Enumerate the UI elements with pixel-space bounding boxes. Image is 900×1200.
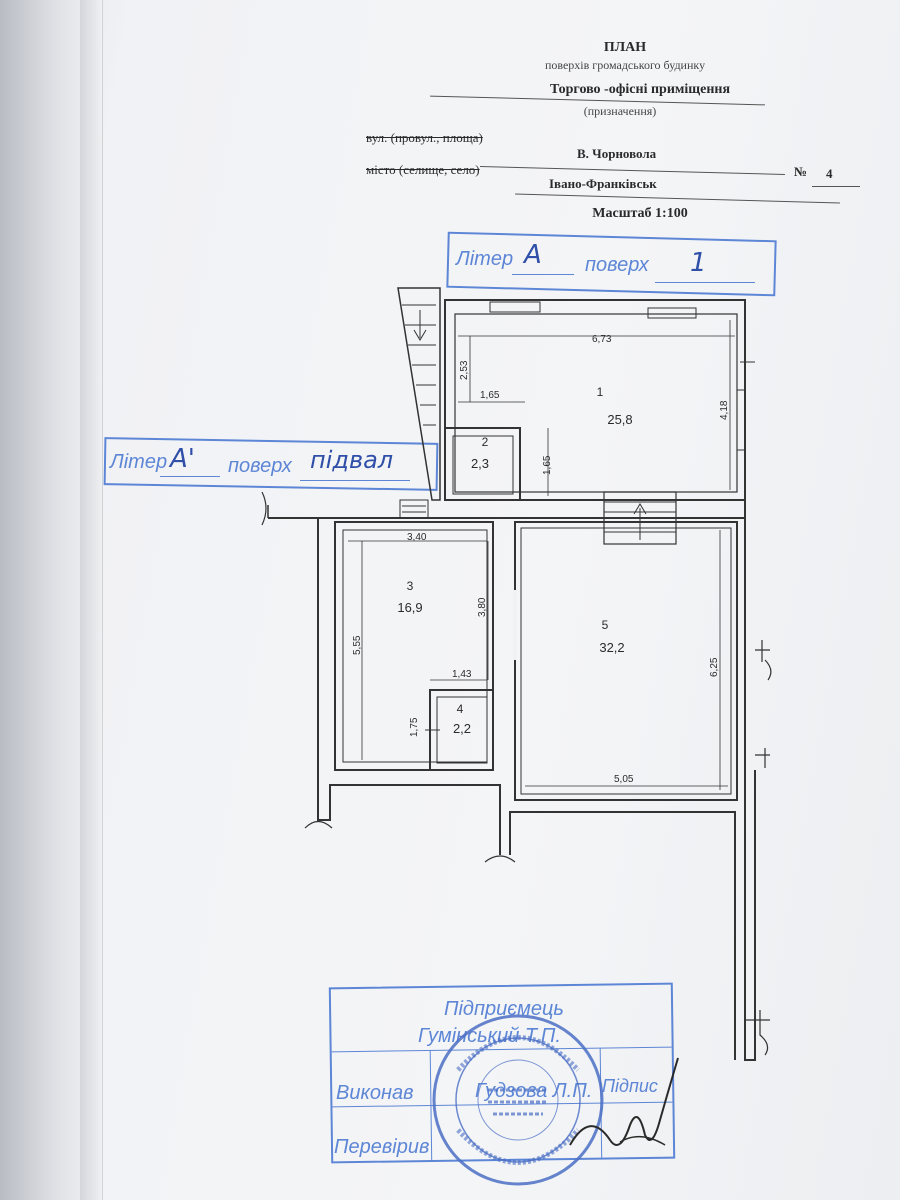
room-3-area: 16,9 — [397, 600, 422, 615]
floor-label-top: поверх — [585, 254, 649, 276]
room-5-area: 32,2 — [599, 640, 624, 655]
room-5-inner — [520, 527, 732, 795]
room-4-area: 2,2 — [453, 721, 471, 736]
room-1-area: 25,8 — [607, 412, 632, 427]
floor-underline-top — [655, 282, 755, 283]
outer-stairs — [397, 287, 441, 501]
dim-r4-height: 1,75 — [409, 717, 420, 737]
dim-r1-height: 4,18 — [719, 400, 730, 420]
vent-mark — [399, 499, 429, 519]
wall-break-left-arc — [261, 491, 267, 526]
dim-r3-right: 3,80 — [477, 597, 488, 617]
liter-label-left: Літер — [110, 451, 168, 473]
scale: Масштаб 1:100 — [592, 206, 688, 221]
city-label: місто (селище, село) — [366, 162, 480, 177]
inner-stairs-arrowhead — [633, 503, 647, 515]
purpose-value: Торгово -офісні приміщення — [549, 82, 731, 97]
outer-stairs-arrowhead — [413, 329, 427, 341]
binder-edge — [0, 0, 81, 1200]
street-value: В. Чорновола — [577, 146, 657, 161]
plan-title: ПЛАН — [603, 40, 647, 55]
floor-value-top: 1 — [690, 248, 707, 278]
corridor-right — [509, 811, 736, 1060]
liter-value-top: А — [524, 240, 542, 270]
city-value: Івано-Франківськ — [549, 176, 657, 191]
window-right — [736, 389, 746, 451]
floor-label-left: поверх — [228, 455, 292, 477]
corridor-left — [317, 518, 501, 855]
window-top-right — [647, 307, 697, 319]
binder-edge-inner — [80, 0, 103, 1200]
floor-value-left: підвал — [310, 446, 394, 474]
room-5-wall — [514, 521, 738, 801]
dim-r1-left: 2,53 — [459, 360, 470, 380]
number-label: № — [794, 164, 808, 179]
wall-break-right-1 — [755, 640, 772, 681]
wall-break-right-2 — [755, 748, 770, 768]
stamp-row2: Гумінський Т.П. — [418, 1025, 561, 1047]
number-underline — [812, 186, 860, 187]
stamp-signature-label: Підпис — [602, 1076, 658, 1096]
signature — [569, 1057, 679, 1146]
dim-r5-height: 6,25 — [709, 657, 720, 677]
dim-r3-height: 5,55 — [352, 635, 363, 655]
wall-break-right-3 — [745, 1010, 770, 1056]
dim-r1-step-h: 1,65 — [542, 455, 553, 475]
number-value: 4 — [826, 166, 833, 181]
room-3-wall — [334, 521, 494, 771]
purpose-caption: (призначення) — [583, 104, 657, 118]
liter-label-top: Літер — [456, 248, 514, 270]
room-2-num: 2 — [482, 435, 489, 449]
room-4-num: 4 — [457, 702, 464, 716]
room-2-wall — [444, 427, 521, 501]
room-2-inner — [452, 435, 514, 495]
dim-r1-width: 6,73 — [592, 334, 612, 345]
room-1-num: 1 — [597, 385, 604, 399]
dim-r5-width: 5,05 — [614, 774, 634, 785]
round-seal — [432, 1014, 604, 1186]
dim-r3-width: 3,40 — [407, 532, 427, 543]
basement-wall-right — [268, 500, 756, 1061]
stamp-executed-label: Виконав — [336, 1082, 414, 1104]
plan-subtitle: поверхів громадського будинку — [544, 58, 706, 72]
room-3-inner — [342, 529, 488, 763]
dim-r1-step: 1,65 — [480, 390, 500, 401]
floor-underline-left — [300, 480, 410, 481]
wall-break-bottom-mid — [484, 855, 516, 863]
stamp-checked-label: Перевірив — [334, 1136, 430, 1158]
street-label: вул. (провул., площа) — [366, 130, 483, 145]
wall-break-bottom-left — [304, 820, 333, 829]
room-2-area: 2,3 — [471, 456, 489, 471]
liter-underline-left — [160, 476, 220, 477]
stamp-row1: Підприємець — [444, 998, 564, 1020]
dim-r4-width: 1,43 — [452, 669, 472, 680]
room-3-num: 3 — [407, 579, 414, 593]
liter-underline-top — [512, 274, 574, 275]
liter-value-left: А' — [170, 444, 195, 474]
window-top-left — [489, 301, 541, 313]
room-5-num: 5 — [602, 618, 609, 632]
